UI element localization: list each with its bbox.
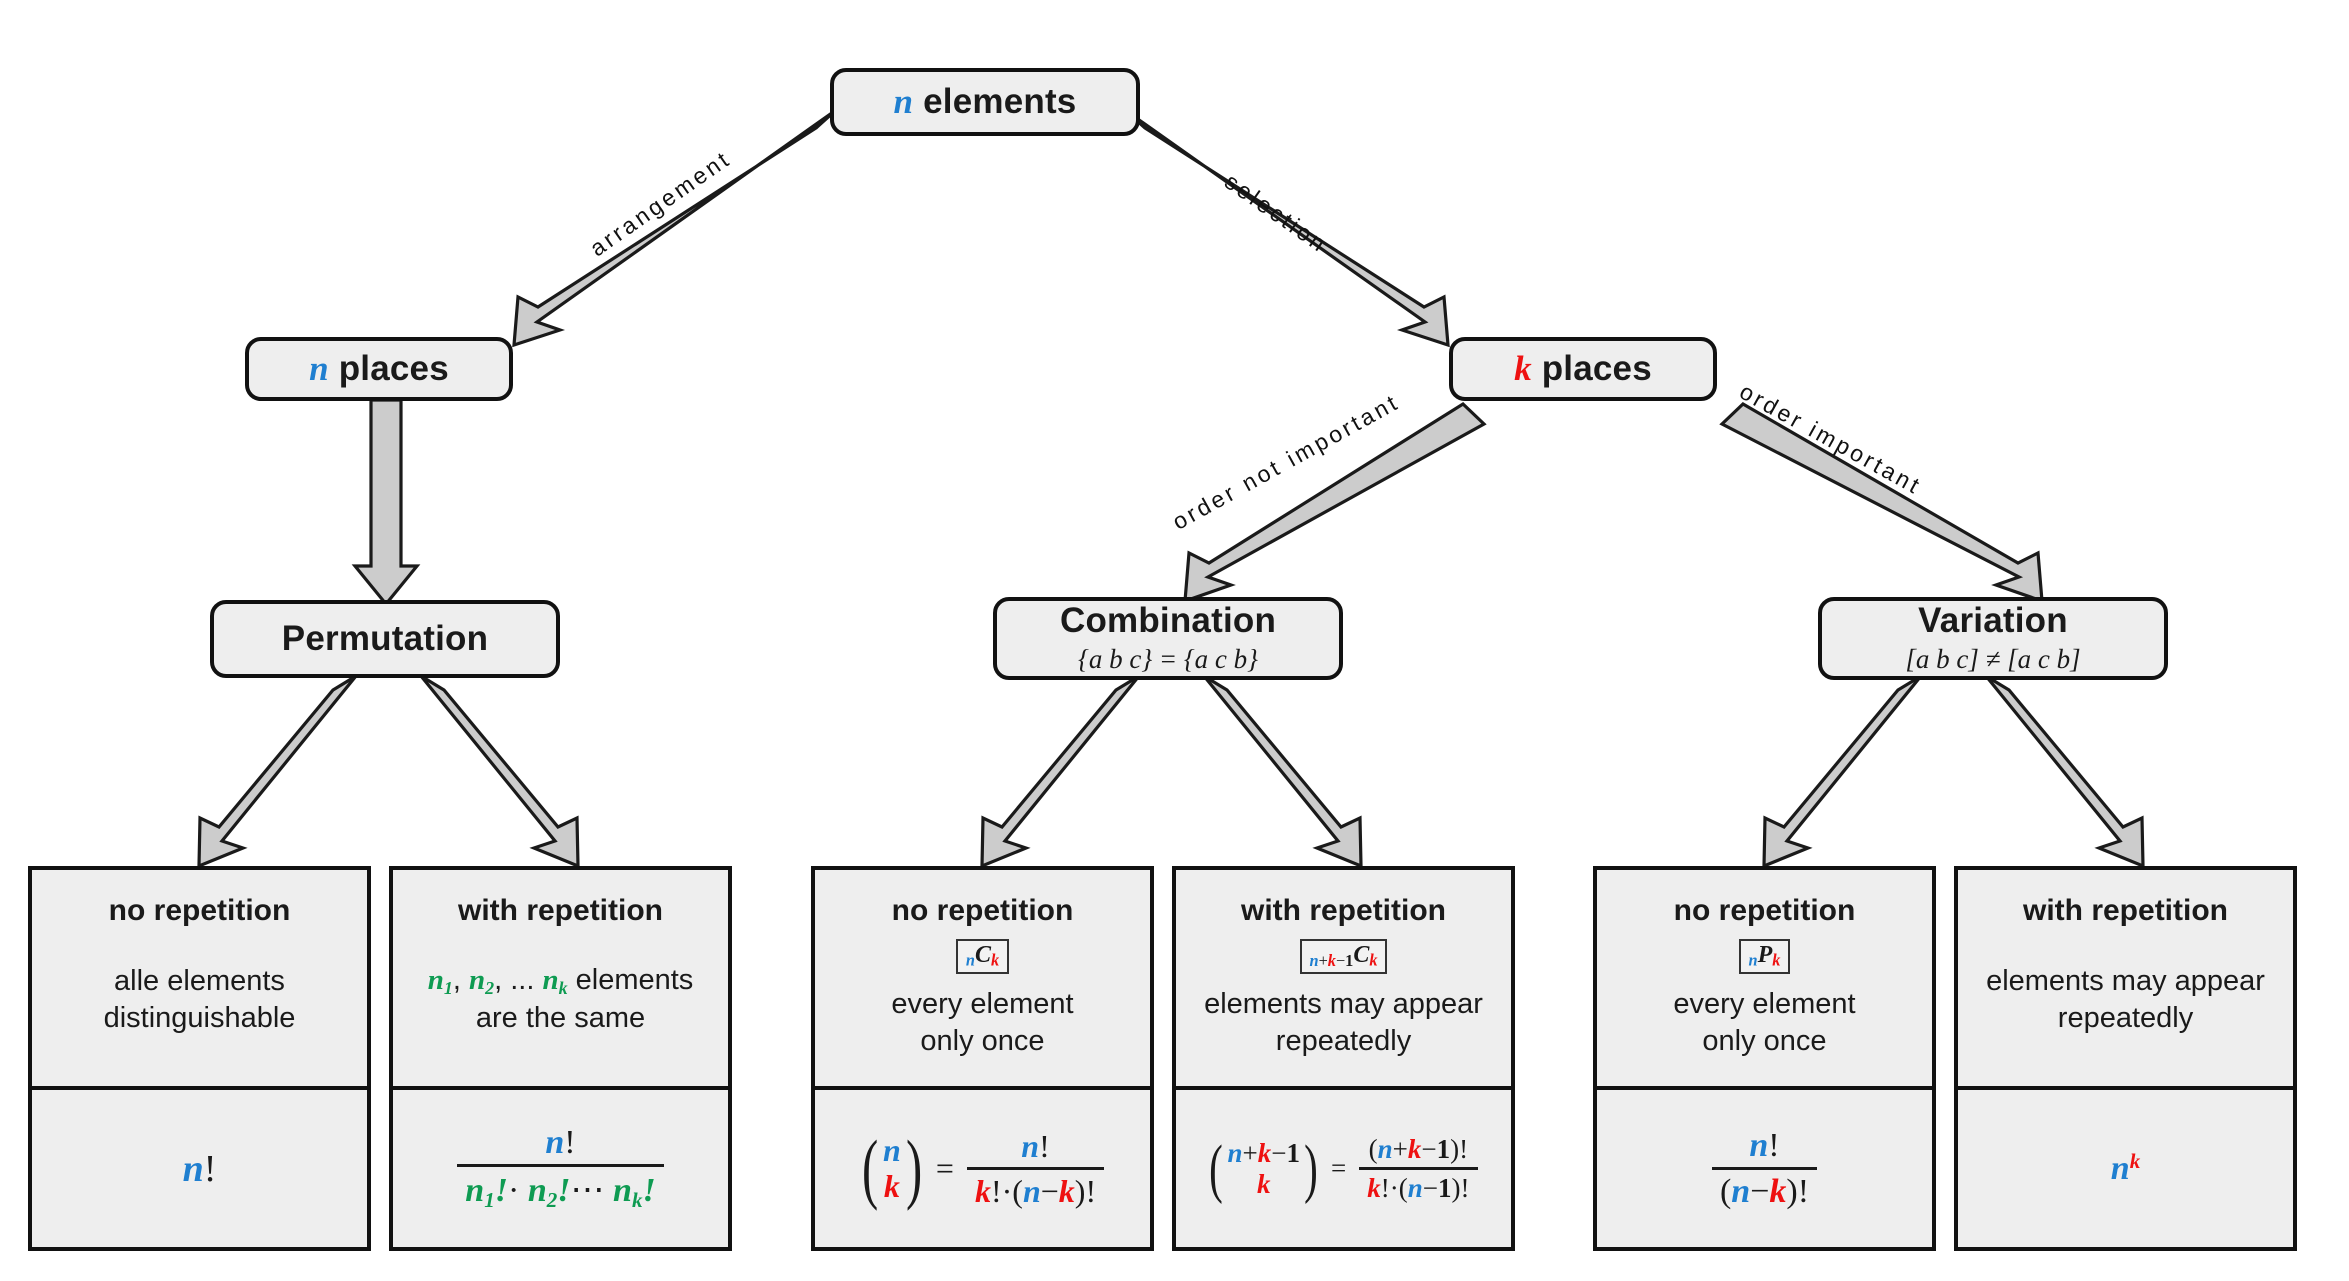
leaf-desc-line1: every element xyxy=(1673,987,1856,1020)
leaf-desc-line2: are the same xyxy=(475,1002,646,1035)
arrow-order-important xyxy=(1719,402,2044,604)
leaf-desc-line1: elements may appear xyxy=(1986,964,2265,997)
leaf-permutation-with-repetition[interactable]: with repetition n1, n2, ... nk elements … xyxy=(389,866,732,1251)
leaf-variation-with-repetition[interactable]: with repetition elements may appear repe… xyxy=(1954,866,2297,1251)
leaf-desc-line1: every element xyxy=(891,987,1074,1020)
leaf-divider xyxy=(1176,1086,1511,1090)
leaf-formula: n! xyxy=(182,1147,217,1190)
arrow-variation-no-repetition xyxy=(1762,674,1923,869)
leaf-title: with repetition xyxy=(458,894,663,927)
leaf-formula: nk xyxy=(2110,1149,2141,1187)
leaf-desc-line2: only once xyxy=(1702,1024,1827,1057)
leaf-divider xyxy=(815,1086,1150,1090)
binomial: ( n+k−1 k ) xyxy=(1209,1131,1318,1205)
arrow-permutation-no-repetition xyxy=(197,674,358,869)
arrow-combination-with-repetition xyxy=(1202,674,1363,869)
node-n-elements[interactable]: n elements xyxy=(830,68,1140,136)
arrow-combination-no-repetition xyxy=(980,674,1141,869)
node-variation-title: Variation xyxy=(1918,601,2068,641)
leaf-formula: n! (n−k)! xyxy=(1597,1090,1932,1247)
arrow-order-not-important xyxy=(1183,401,1487,604)
leaf-combination-no-repetition[interactable]: no repetition nCk every element only onc… xyxy=(811,866,1154,1251)
leaf-desc-line2: repeatedly xyxy=(1275,1024,1412,1057)
leaf-divider xyxy=(32,1086,367,1090)
leaf-title: with repetition xyxy=(2023,894,2228,927)
node-variation-subtitle: [a b c] ≠ [a c b] xyxy=(1905,643,2081,674)
node-k-places[interactable]: k places xyxy=(1449,337,1717,401)
node-n-places-text: places xyxy=(328,348,449,388)
leaf-desc-line2: only once xyxy=(920,1024,1045,1057)
leaf-title: with repetition xyxy=(1241,894,1446,927)
fraction: (n+k−1)! k!·(n−1)! xyxy=(1359,1134,1478,1204)
leaf-title: no repetition xyxy=(108,894,291,927)
leaf-description: elements may appear repeatedly xyxy=(1958,928,2293,1086)
var-n: n xyxy=(893,81,914,121)
leaf-desc-line1: alle elements xyxy=(114,964,285,997)
leaf-description: alle elements distinguishable xyxy=(32,928,367,1086)
node-variation[interactable]: Variation [a b c] ≠ [a c b] xyxy=(1818,597,2168,680)
arrow-permutation-with-repetition xyxy=(419,674,580,869)
fraction: n! (n−k)! xyxy=(1711,1127,1818,1211)
leaf-desc-line1: elements may appear xyxy=(1204,987,1483,1020)
leaf-divider xyxy=(1597,1086,1932,1090)
leaf-title: no repetition xyxy=(891,894,1074,927)
leaf-head: no repetition xyxy=(32,870,367,928)
fraction: n! k!·(n−k)! xyxy=(966,1128,1105,1210)
node-k-places-text: places xyxy=(1531,348,1652,388)
leaf-head: with repetition xyxy=(1958,870,2293,928)
leaf-description: elements may appear repeatedly xyxy=(1176,974,1511,1086)
node-permutation-title: Permutation xyxy=(281,618,489,658)
leaf-badge-nCk: nCk xyxy=(955,939,1010,974)
leaf-desc-line1: n1, n2, ... nk elements xyxy=(427,964,694,999)
binomial: ( n k ) xyxy=(861,1124,922,1212)
leaf-divider xyxy=(1958,1086,2293,1090)
leaf-title: no repetition xyxy=(1673,894,1856,927)
node-combination-subtitle: {a b c} = {a c b} xyxy=(1078,643,1258,674)
node-n-elements-label: n elements xyxy=(893,81,1077,122)
var-k: k xyxy=(1514,348,1532,388)
leaf-desc-line2: distinguishable xyxy=(103,1002,296,1034)
arrow-n-places-permutation xyxy=(351,398,421,607)
leaf-combination-with-repetition[interactable]: with repetition n+k−1Ck elements may app… xyxy=(1172,866,1515,1251)
arrow-variation-with-repetition xyxy=(1984,674,2145,869)
node-k-places-label: k places xyxy=(1514,348,1652,389)
leaf-head: with repetition xyxy=(393,870,728,928)
leaf-formula: ( n k ) = n! k!·(n−k)! xyxy=(815,1090,1150,1247)
node-n-places[interactable]: n places xyxy=(245,337,513,401)
arrow-arrangement xyxy=(512,108,838,348)
leaf-description: every element only once xyxy=(1597,974,1932,1086)
node-combination[interactable]: Combination {a b c} = {a c b} xyxy=(993,597,1343,680)
leaf-head: with repetition n+k−1Ck xyxy=(1176,870,1511,974)
leaf-formula: n! n1!· n2!⋯ nk! xyxy=(393,1090,728,1247)
node-n-places-label: n places xyxy=(309,348,449,389)
leaf-badge-npkm1Ck: n+k−1Ck xyxy=(1299,939,1388,974)
node-combination-title: Combination xyxy=(1059,601,1277,641)
leaf-divider xyxy=(393,1086,728,1090)
node-n-elements-text: elements xyxy=(913,81,1077,121)
node-permutation[interactable]: Permutation xyxy=(210,600,560,678)
leaf-variation-no-repetition[interactable]: no repetition nPk every element only onc… xyxy=(1593,866,1936,1251)
leaf-head: no repetition nPk xyxy=(1597,870,1932,974)
var-n: n xyxy=(309,348,329,388)
fraction: n! n1!· n2!⋯ nk! xyxy=(457,1124,664,1213)
leaf-description: every element only once xyxy=(815,974,1150,1086)
leaf-permutation-no-repetition[interactable]: no repetition alle elements distinguisha… xyxy=(28,866,371,1251)
leaf-badge-nPk: nPk xyxy=(1738,939,1791,974)
leaf-desc-line2: repeatedly xyxy=(2057,1002,2194,1034)
arrow-selection xyxy=(1123,108,1450,348)
leaf-description: n1, n2, ... nk elements are the same xyxy=(393,928,728,1086)
leaf-formula: ( n+k−1 k ) = (n+k−1)! k!·(n−1)! xyxy=(1176,1090,1511,1247)
leaf-head: no repetition nCk xyxy=(815,870,1150,974)
